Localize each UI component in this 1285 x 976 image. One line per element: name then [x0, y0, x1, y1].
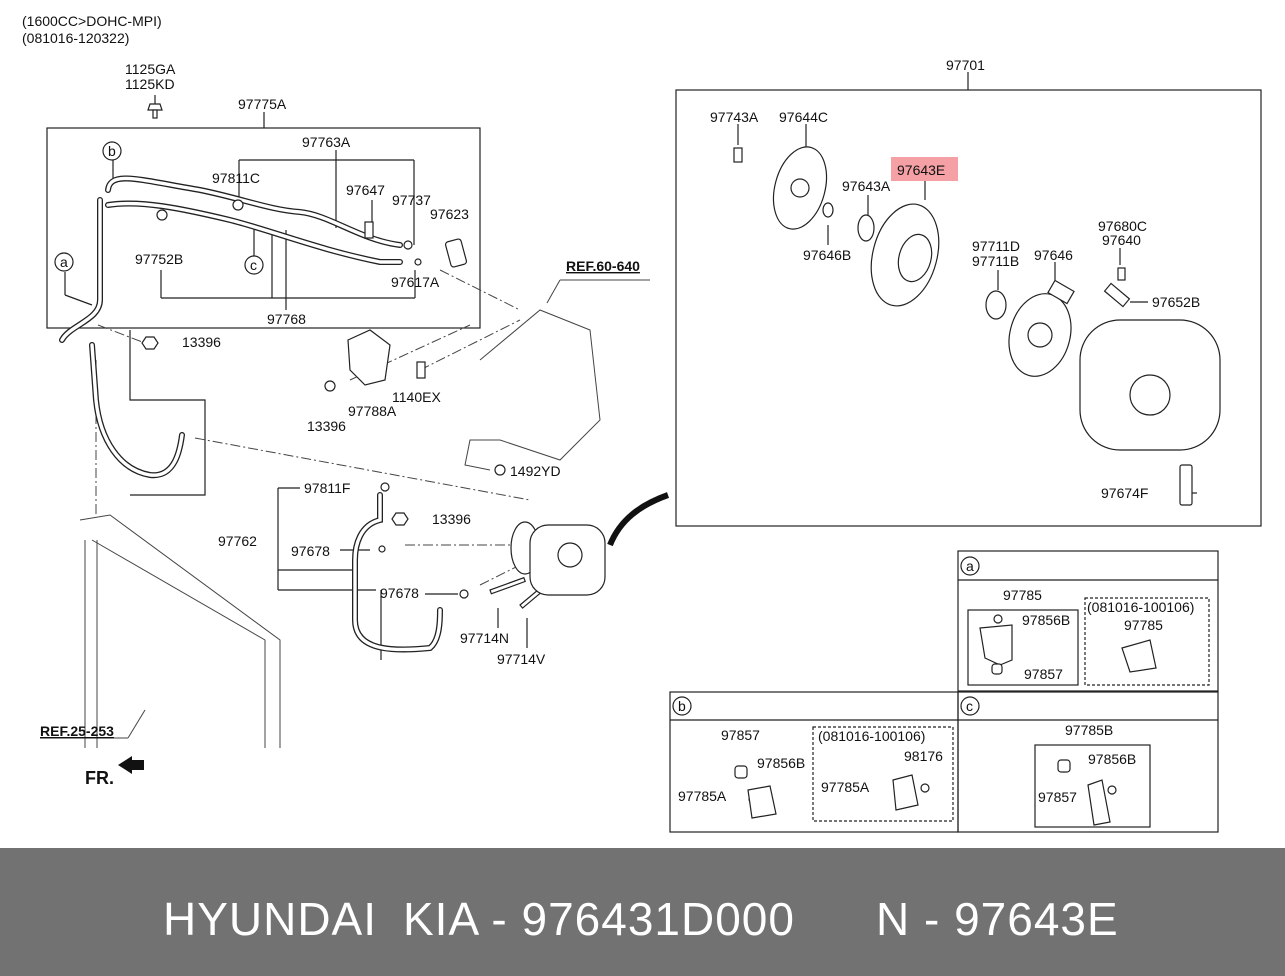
parts-diagram: (1600CC>DOHC-MPI) (081016-120322) 1125GA… — [22, 13, 1262, 833]
label-1125GA: 1125GA — [125, 61, 176, 77]
detail-b-97856B: 97856B — [757, 755, 805, 771]
detail-a-97785-variant: 97785 — [1124, 617, 1163, 633]
label-97711D: 97711D — [972, 238, 1020, 254]
label-97811F: 97811F — [304, 480, 350, 496]
label-13396-c: 13396 — [432, 511, 471, 527]
fitting-97752b — [156, 209, 168, 221]
bolt-1125ga — [147, 103, 163, 111]
label-97762: 97762 — [218, 533, 257, 549]
label-fr: FR. — [85, 768, 114, 788]
detail-c-97857: 97857 — [1038, 789, 1077, 805]
label-1140EX: 1140EX — [392, 389, 441, 405]
detail-b-title: b — [678, 698, 686, 714]
callout-b — [102, 141, 122, 161]
header-period: (081016-120322) — [22, 30, 129, 46]
label-97752B: 97752B — [135, 251, 183, 267]
detail-a-frame — [957, 550, 1219, 692]
highlight-97643e — [891, 157, 958, 181]
detail-c-97856B: 97856B — [1088, 751, 1136, 767]
label-97640: 97640 — [1102, 232, 1141, 248]
callout-c-letter: c — [250, 257, 257, 273]
label-97714V: 97714V — [497, 651, 546, 667]
label-97617A: 97617A — [391, 274, 440, 290]
callout-c — [244, 255, 264, 275]
footer-brand: HYUNDAI — [163, 893, 378, 945]
label-97646B: 97646B — [803, 247, 851, 263]
nut-13396 — [141, 336, 159, 350]
label-97763A: 97763A — [302, 134, 351, 150]
label-97643E: 97643E — [897, 162, 945, 178]
label-97623: 97623 — [430, 206, 469, 222]
label-97811C: 97811C — [212, 170, 260, 186]
detail-b-variant: (081016-100106) — [818, 728, 925, 744]
label-97768: 97768 — [267, 311, 306, 327]
label-97678-a: 97678 — [291, 543, 330, 559]
label-97701: 97701 — [946, 57, 985, 73]
pressure-switch-97623 — [444, 238, 468, 268]
label-97678-b: 97678 — [380, 585, 419, 601]
fr-arrow-icon — [118, 756, 144, 774]
footer-ref: N - 97643E — [876, 893, 1119, 945]
label-97646: 97646 — [1034, 247, 1073, 263]
detail-b-97785A-variant: 97785A — [821, 779, 870, 795]
label-97737: 97737 — [392, 192, 431, 208]
detail-a-variant: (081016-100106) — [1087, 599, 1194, 615]
label-97680C: 97680C — [1098, 218, 1147, 234]
detail-c-97785B: 97785B — [1065, 722, 1113, 738]
detail-b-97857: 97857 — [721, 727, 760, 743]
hose-frame-lower — [129, 330, 206, 496]
label-97775A: 97775A — [238, 96, 287, 112]
detail-a-97785: 97785 — [1003, 587, 1042, 603]
label-13396-a: 13396 — [182, 334, 221, 350]
callout-b-letter: b — [108, 143, 116, 159]
label-97674F: 97674F — [1101, 485, 1148, 501]
label-97652B: 97652B — [1152, 294, 1200, 310]
label-97647: 97647 — [346, 182, 385, 198]
detail-c-title: c — [966, 698, 973, 714]
label-97644C: 97644C — [779, 109, 828, 125]
callout-a-letter: a — [60, 254, 68, 270]
header-engine: (1600CC>DOHC-MPI) — [22, 13, 162, 29]
label-13396-b: 13396 — [307, 418, 346, 434]
label-97643A: 97643A — [842, 178, 891, 194]
label-1125KD: 1125KD — [125, 76, 175, 92]
footer-part-number: KIA - 976431D000 — [403, 893, 795, 945]
label-97711B: 97711B — [972, 253, 1019, 269]
detail-c-frame — [957, 691, 1219, 833]
label-ref-60-640: REF.60-640 — [566, 258, 640, 274]
label-ref-25-253: REF.25-253 — [40, 723, 114, 739]
detail-b-97785A: 97785A — [678, 788, 727, 804]
detail-b-98176: 98176 — [904, 748, 943, 764]
label-1492YD: 1492YD — [510, 463, 561, 479]
label-97743A: 97743A — [710, 109, 759, 125]
detail-a-97856B: 97856B — [1022, 612, 1070, 628]
detail-a-97857: 97857 — [1024, 666, 1063, 682]
callout-a — [54, 252, 74, 272]
label-97714N: 97714N — [460, 630, 509, 646]
footer-bar — [0, 848, 1285, 976]
label-97788A: 97788A — [348, 403, 397, 419]
detail-a-title: a — [966, 558, 974, 574]
bracket-97788a — [347, 329, 391, 386]
